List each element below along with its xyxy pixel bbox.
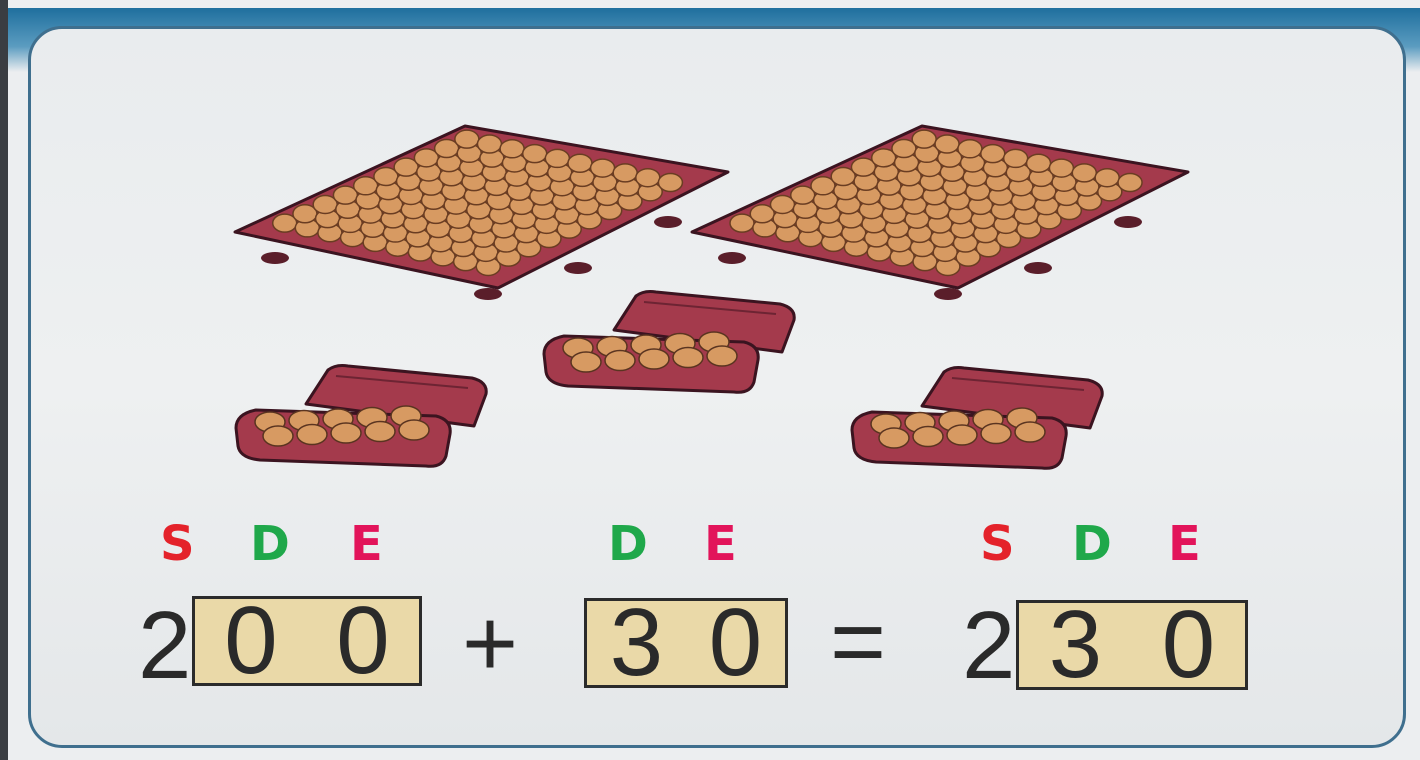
label-d-3: D (1072, 516, 1112, 572)
label-d-1: D (250, 516, 290, 572)
label-s-3: S (980, 516, 1015, 572)
equals-sign: = (830, 588, 887, 695)
label-d-2: D (608, 516, 648, 572)
egg-carton-1 (234, 364, 488, 468)
term2-units-digit: 0 (708, 589, 763, 696)
egg-carton-3 (850, 366, 1104, 470)
egg-tray-2 (690, 124, 1190, 300)
label-e-3: E (1168, 516, 1201, 572)
label-e-2: E (704, 516, 737, 572)
term2-tens-digit: 3 (609, 589, 664, 696)
egg-tray-1 (233, 124, 730, 300)
result-hundreds-digit: 2 (962, 592, 1016, 699)
window-edge (0, 0, 8, 760)
result-answer-box: 3 0 (1016, 591, 1248, 698)
term1-units-digit: 0 (336, 587, 390, 694)
label-s-1: S (160, 516, 195, 572)
term1-answer-box: 0 0 (192, 587, 422, 694)
result-units-digit: 0 (1161, 591, 1216, 698)
term1-hundreds-digit: 2 (138, 592, 192, 699)
egg-carton-2 (542, 290, 796, 394)
term1-tens-digit: 0 (224, 587, 278, 694)
plus-sign: + (462, 590, 519, 697)
result-tens-digit: 3 (1048, 591, 1103, 698)
label-e-1: E (350, 516, 383, 572)
term2-answer-box: 3 0 (584, 589, 788, 696)
